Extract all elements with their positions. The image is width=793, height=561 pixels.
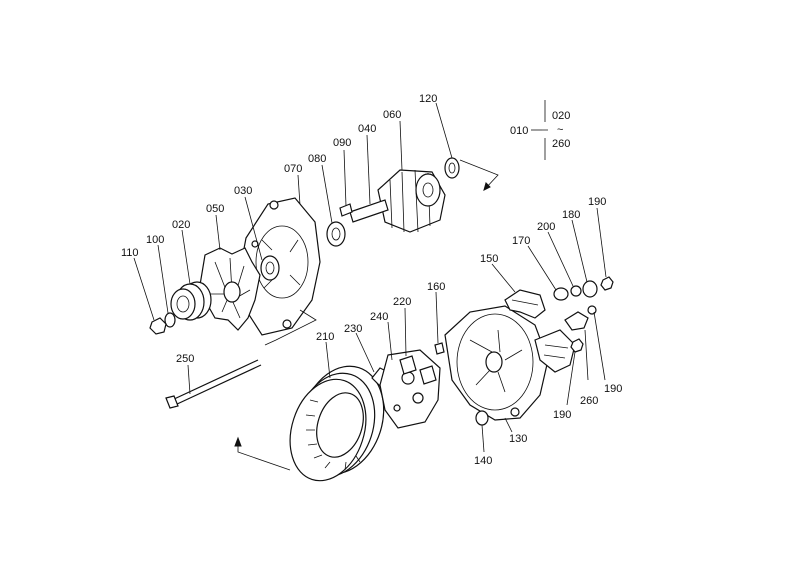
part-070-label: 070 (284, 163, 302, 206)
label-200: 200 (537, 221, 555, 233)
part-230-brush-holder: 230 (344, 323, 389, 390)
label-160: 160 (427, 281, 445, 293)
assembly-range-bracket: 010 020 ~ 260 (510, 100, 570, 160)
label-090: 090 (333, 137, 351, 149)
label-240: 240 (370, 311, 388, 323)
part-080-bearing: 080 (308, 153, 346, 247)
part-220-rectifier-plate: 240 220 (370, 296, 441, 429)
part-190-nut-bottom: 190 (553, 338, 584, 421)
part-160-screw: 160 (427, 281, 445, 355)
label-190-bottom: 190 (553, 409, 571, 421)
label-010: 010 (510, 125, 528, 137)
part-250-bolt: 250 (165, 353, 262, 409)
part-110-nut: 110 (121, 247, 167, 335)
part-090-screw: 090 (333, 137, 353, 217)
label-170: 170 (512, 235, 530, 247)
label-260: 260 (580, 395, 598, 407)
label-190-right: 190 (604, 383, 622, 395)
part-190-nut-top: 190 (588, 196, 614, 291)
assembly-arrow-bottom (237, 440, 291, 471)
part-260-bracket: 260 (564, 305, 598, 407)
part-140-bushing: 140 (474, 410, 492, 467)
label-100: 100 (146, 234, 164, 246)
label-220: 220 (393, 296, 411, 308)
part-100-washer: 100 (146, 234, 176, 328)
label-080: 080 (308, 153, 326, 165)
label-250: 250 (176, 353, 194, 365)
part-200-washer: 200 (537, 221, 582, 297)
part-060-rotor: 060 (377, 109, 446, 233)
assembly-arrow-top (459, 159, 499, 191)
label-030: 030 (234, 185, 252, 197)
label-110: 110 (121, 247, 139, 259)
part-190-nut-right: 190 (593, 311, 622, 395)
assembly-line-center (264, 309, 317, 346)
label-120: 120 (419, 93, 437, 105)
part-130-rear-housing: 130 (444, 305, 549, 445)
label-140: 140 (474, 455, 492, 467)
label-230: 230 (344, 323, 362, 335)
label-040: 040 (358, 123, 376, 135)
part-030-front-housing: 030 (234, 185, 321, 336)
part-210-stator: 210 (289, 331, 385, 482)
label-020: 020 (172, 219, 190, 231)
part-170-terminal: 170 (512, 235, 569, 301)
label-050: 050 (206, 203, 224, 215)
part-150-cover: 150 (480, 253, 576, 373)
part-020-pulley: 020 (170, 219, 212, 321)
range-tilde: ~ (557, 124, 563, 136)
label-210: 210 (316, 331, 334, 343)
part-050-fan: 050 (199, 203, 261, 331)
label-070: 070 (284, 163, 302, 175)
label-260-range: 260 (552, 138, 570, 150)
part-120-bearing: 120 (419, 93, 460, 179)
part-040-shaft: 040 (349, 123, 389, 223)
label-130: 130 (509, 433, 527, 445)
label-150: 150 (480, 253, 498, 265)
part-180-nut: 180 (562, 209, 598, 298)
label-180: 180 (562, 209, 580, 221)
label-020-range: 020 (552, 110, 570, 122)
label-190-top: 190 (588, 196, 606, 208)
label-060: 060 (383, 109, 401, 121)
